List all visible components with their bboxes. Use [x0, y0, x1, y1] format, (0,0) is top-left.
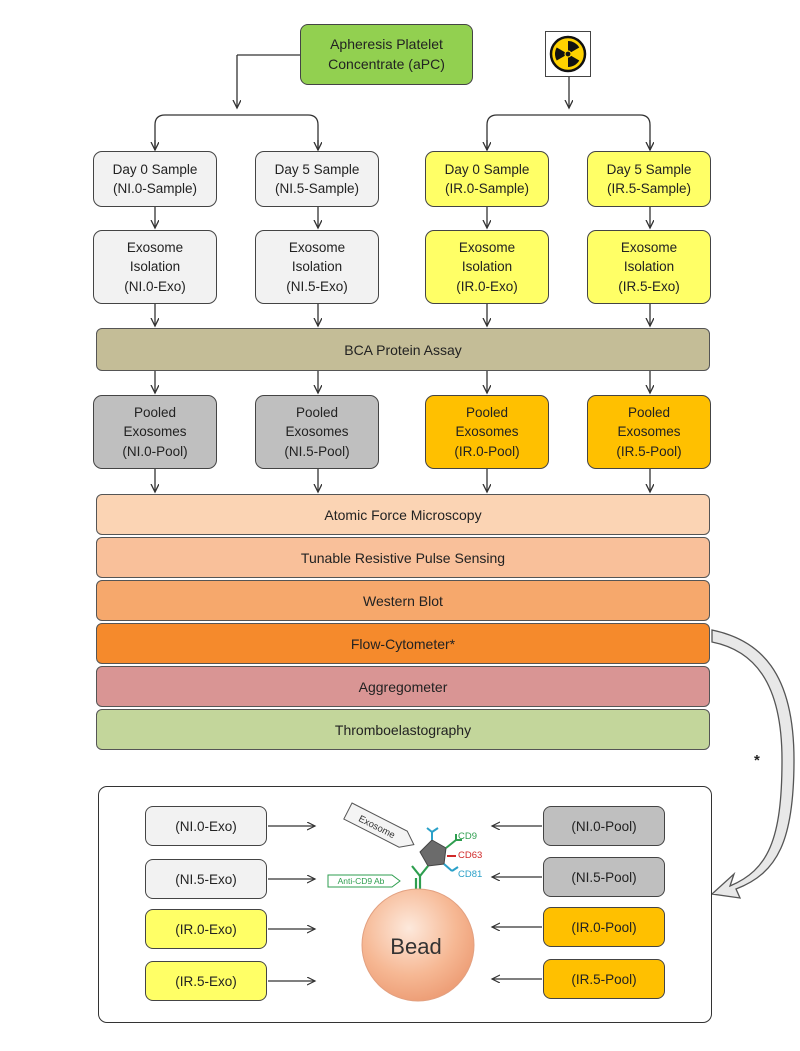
pool-box-ir5: Pooled Exosomes (IR.5-Pool) — [587, 395, 711, 469]
sample-box-ir5: Day 5 Sample (IR.5-Sample) — [587, 151, 711, 207]
analysis-bar-flow-cytometer: Flow-Cytometer* — [96, 623, 710, 664]
curved-arrow — [710, 629, 795, 899]
asterisk-note: * — [754, 752, 760, 769]
detail-input-ni0-exo: (NI.0-Exo) — [145, 806, 267, 846]
analysis-bar-western-blot: Western Blot — [96, 580, 710, 621]
sample-box-ni0: Day 0 Sample (NI.0-Sample) — [93, 151, 217, 207]
detail-input-ni5-pool: (NI.5-Pool) — [543, 857, 665, 897]
analysis-bar-thromboelastography: Thromboelastography — [96, 709, 710, 750]
sample-box-ni5: Day 5 Sample (NI.5-Sample) — [255, 151, 379, 207]
sample-box-ir0: Day 0 Sample (IR.0-Sample) — [425, 151, 549, 207]
detail-input-ir5-pool: (IR.5-Pool) — [543, 959, 665, 999]
detail-input-ir0-exo: (IR.0-Exo) — [145, 909, 267, 949]
detail-input-ni5-exo: (NI.5-Exo) — [145, 859, 267, 899]
isolation-box-ni0: Exosome Isolation (NI.0-Exo) — [93, 230, 217, 304]
analysis-bar-aggregometer: Aggregometer — [96, 666, 710, 707]
pool-box-ni0: Pooled Exosomes (NI.0-Pool) — [93, 395, 217, 469]
detail-input-ni0-pool: (NI.0-Pool) — [543, 806, 665, 846]
isolation-box-ir0: Exosome Isolation (IR.0-Exo) — [425, 230, 549, 304]
isolation-box-ir5: Exosome Isolation (IR.5-Exo) — [587, 230, 711, 304]
analysis-bar-trps: Tunable Resistive Pulse Sensing — [96, 537, 710, 578]
detail-input-ir5-exo: (IR.5-Exo) — [145, 961, 267, 1001]
detail-input-ir0-pool: (IR.0-Pool) — [543, 907, 665, 947]
isolation-box-ni5: Exosome Isolation (NI.5-Exo) — [255, 230, 379, 304]
bca-assay-bar: BCA Protein Assay — [96, 328, 710, 371]
pool-box-ni5: Pooled Exosomes (NI.5-Pool) — [255, 395, 379, 469]
pool-box-ir0: Pooled Exosomes (IR.0-Pool) — [425, 395, 549, 469]
source-box: Apheresis Platelet Concentrate (aPC) — [300, 24, 473, 85]
analysis-bar-afm: Atomic Force Microscopy — [96, 494, 710, 535]
radiation-icon — [545, 31, 591, 77]
